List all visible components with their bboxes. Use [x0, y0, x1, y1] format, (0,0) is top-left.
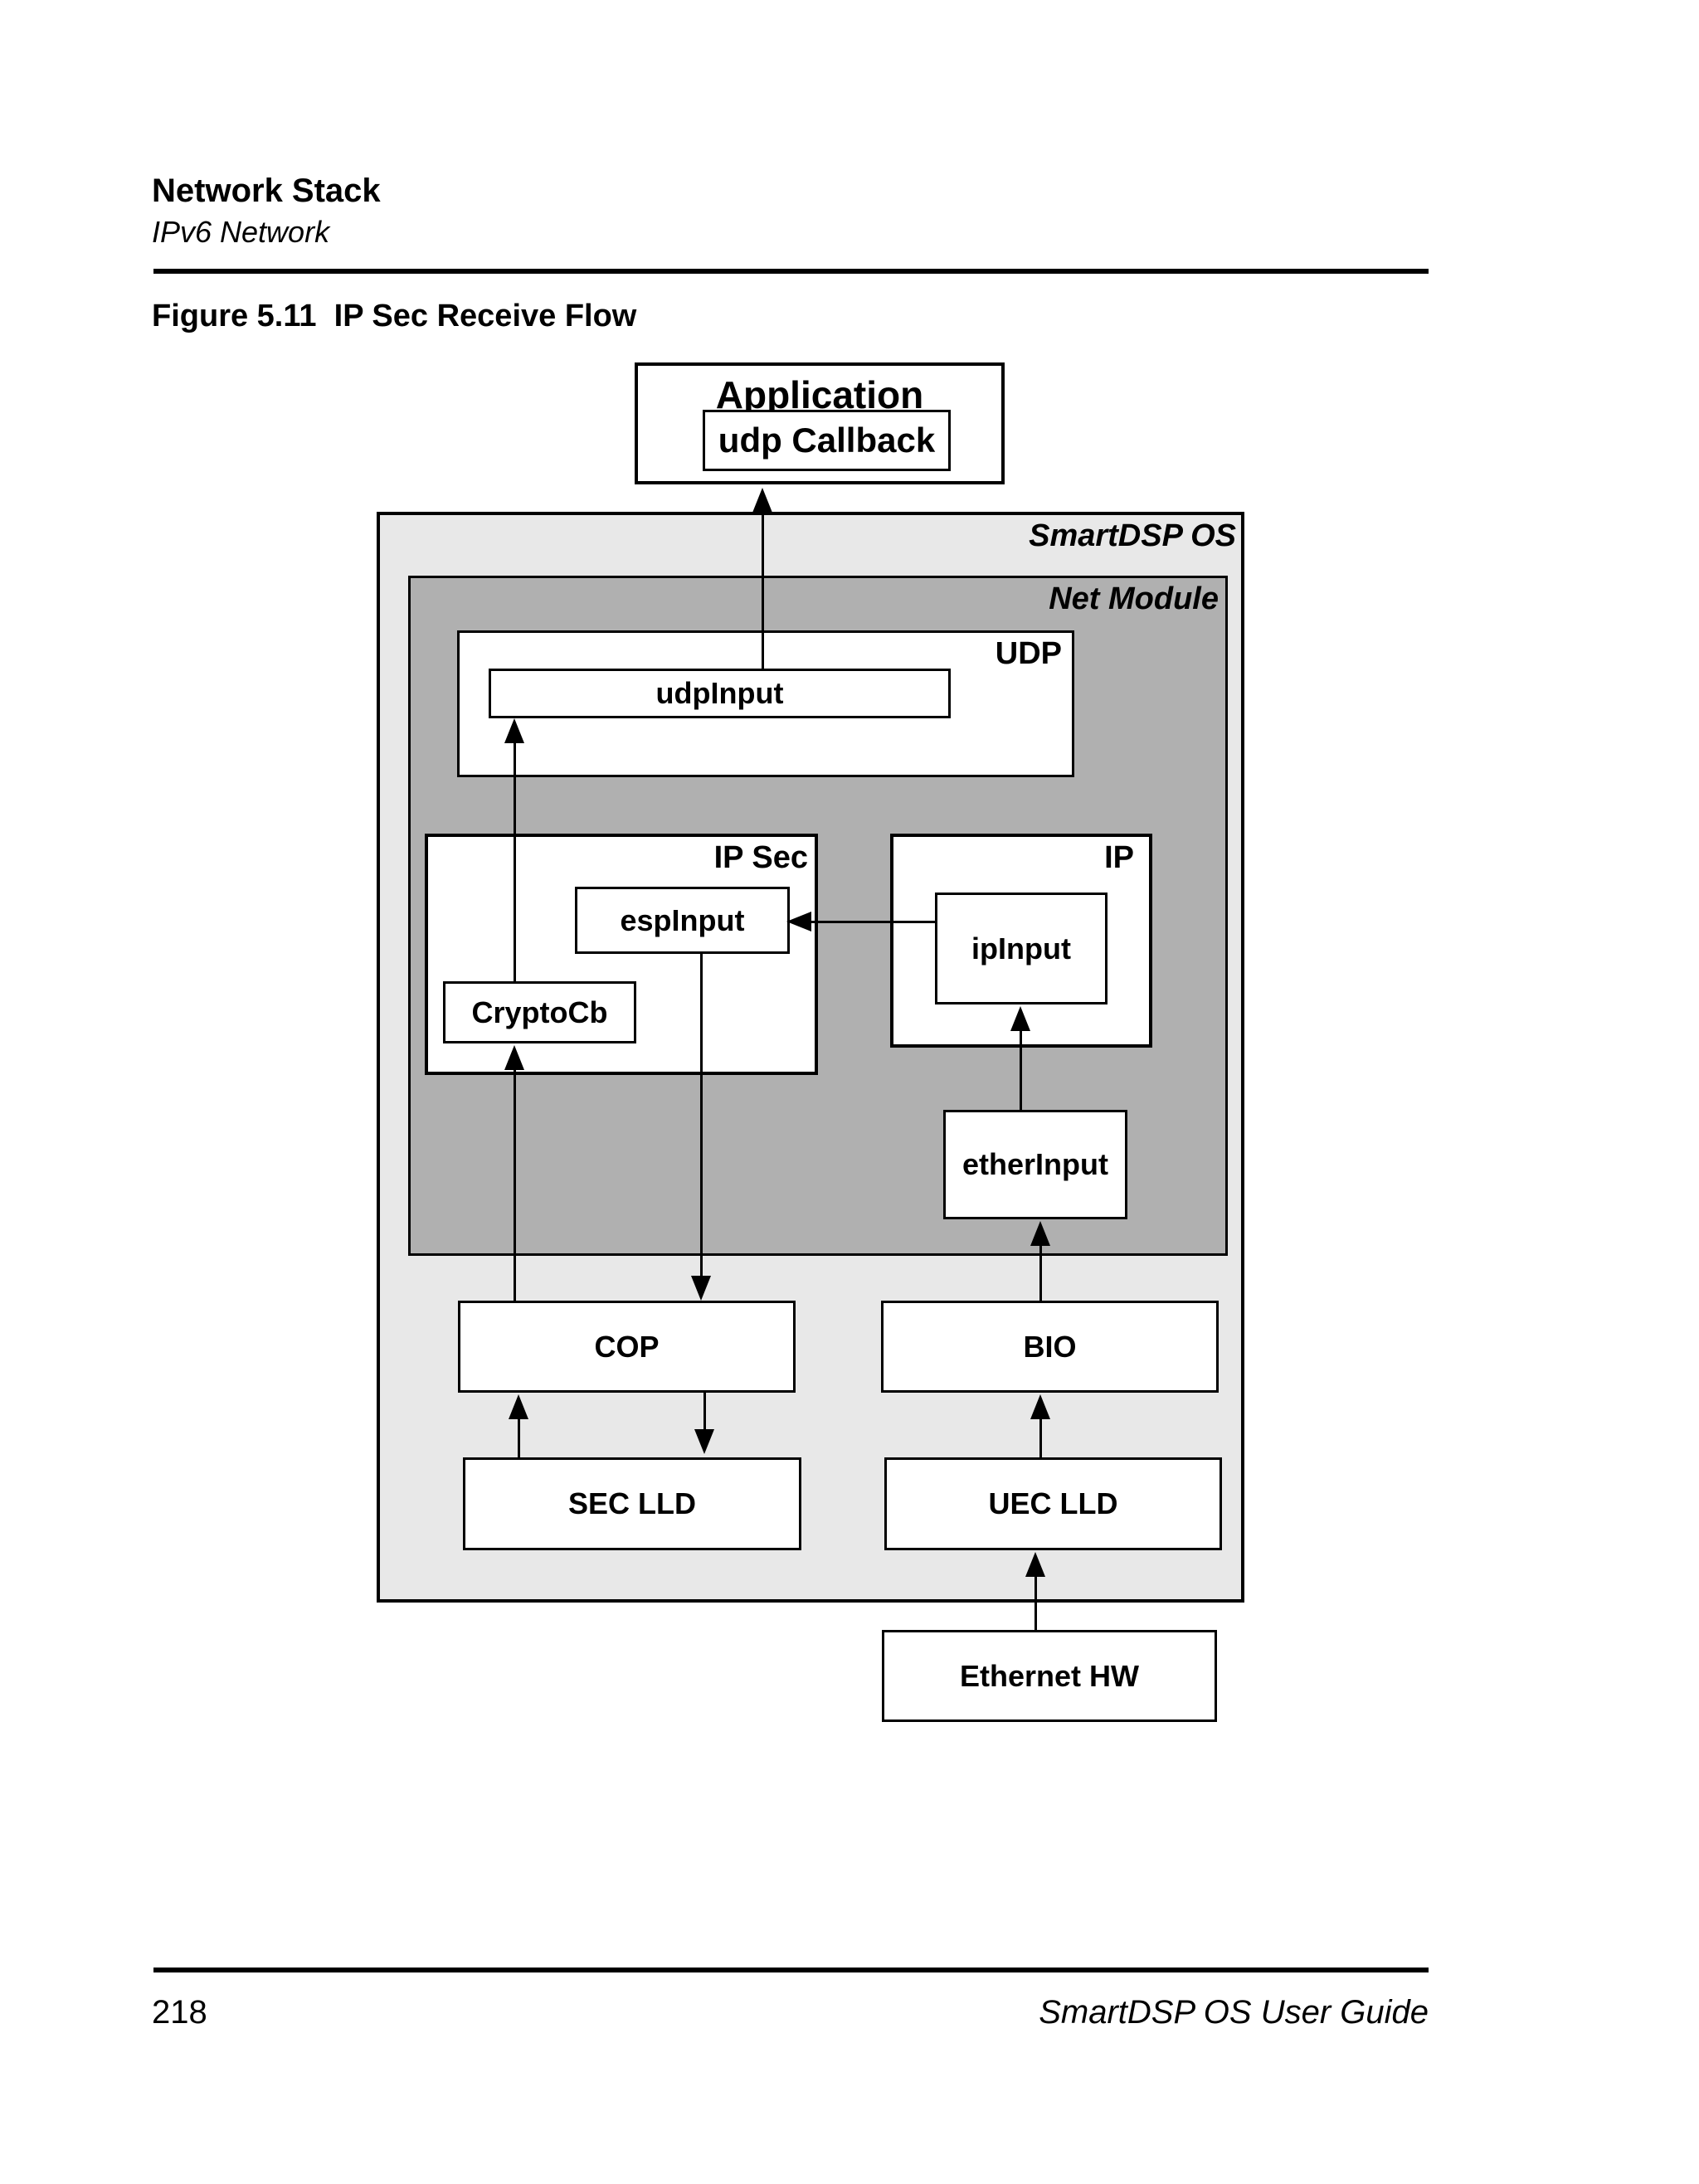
arrow-espinput-to-cop-head — [691, 1276, 711, 1301]
bio-box: BIO — [881, 1301, 1219, 1393]
arrow-seclld-to-cop-head — [509, 1394, 528, 1419]
udp-callback-box: udp Callback — [703, 410, 951, 471]
bio-label: BIO — [1023, 1329, 1077, 1364]
udp-label: UDP — [995, 636, 1062, 671]
arrow-cop-to-cryptocb-line — [514, 1068, 516, 1301]
arrow-cop-to-seclld-line — [703, 1393, 706, 1431]
cop-box: COP — [458, 1301, 796, 1393]
cryptocb-label: CryptoCb — [471, 995, 608, 1029]
arrow-bio-to-etherinput-head — [1030, 1221, 1050, 1246]
ip-label: IP — [1104, 840, 1134, 875]
arrow-etherinput-to-ipinput-head — [1010, 1006, 1030, 1031]
smartdsp-os-label: SmartDSP OS — [1029, 518, 1236, 553]
net-module-label: Net Module — [1049, 581, 1219, 616]
cop-label: COP — [594, 1329, 660, 1364]
espinput-label: espInput — [620, 902, 745, 937]
cryptocb-box: CryptoCb — [443, 981, 636, 1043]
ipinput-label: ipInput — [971, 931, 1071, 966]
ethernet-hw-box: Ethernet HW — [882, 1630, 1217, 1722]
sec-lld-label: SEC LLD — [567, 1486, 696, 1520]
arrow-bio-to-etherinput-line — [1039, 1244, 1042, 1301]
page-number: 218 — [152, 1994, 207, 2031]
arrow-ipinput-to-espinput-line — [810, 921, 935, 923]
arrow-ipinput-to-espinput-head — [786, 912, 811, 931]
arrow-cop-to-cryptocb-head — [504, 1045, 524, 1070]
arrow-etherinput-to-ipinput-line — [1020, 1029, 1022, 1110]
section-subtitle: IPv6 Network — [152, 215, 330, 249]
figure-caption: Figure 5.11 IP Sec Receive Flow — [152, 299, 637, 333]
arrow-espinput-to-cop-line — [700, 954, 703, 1277]
ipsec-label: IP Sec — [713, 840, 808, 875]
chapter-title: Network Stack — [152, 173, 381, 209]
etherinput-box: etherInput — [943, 1110, 1127, 1219]
sec-lld-box: SEC LLD — [463, 1457, 801, 1550]
arrow-ethernethw-to-ueclld-line — [1034, 1575, 1037, 1630]
arrow-ueclld-to-bio-line — [1039, 1418, 1042, 1457]
arrow-cop-to-seclld-head — [694, 1429, 714, 1454]
arrow-cryptocb-to-udpinput-head — [504, 718, 524, 743]
footer-rule — [153, 1968, 1429, 1972]
footer-doc-title: SmartDSP OS User Guide — [1039, 1994, 1429, 2031]
arrow-udpinput-to-application-head — [752, 488, 772, 513]
arrow-cryptocb-to-udpinput-line — [514, 742, 516, 981]
udp-callback-label: udp Callback — [718, 421, 936, 460]
arrow-seclld-to-cop-line — [518, 1418, 520, 1457]
udpinput-box: udpInput — [489, 669, 951, 718]
arrow-ueclld-to-bio-head — [1030, 1394, 1050, 1419]
etherinput-label: etherInput — [962, 1147, 1108, 1181]
uec-lld-label: UEC LLD — [988, 1486, 1118, 1520]
ethernet-hw-label: Ethernet HW — [960, 1658, 1139, 1693]
uec-lld-box: UEC LLD — [884, 1457, 1222, 1550]
arrow-udpinput-to-application-line — [762, 511, 764, 669]
espinput-box: espInput — [575, 887, 790, 954]
application-label: Application — [715, 373, 924, 416]
header-rule — [153, 269, 1429, 274]
udpinput-label: udpInput — [655, 676, 784, 710]
ipinput-box: ipInput — [935, 893, 1108, 1004]
arrow-ethernethw-to-ueclld-head — [1025, 1552, 1045, 1577]
